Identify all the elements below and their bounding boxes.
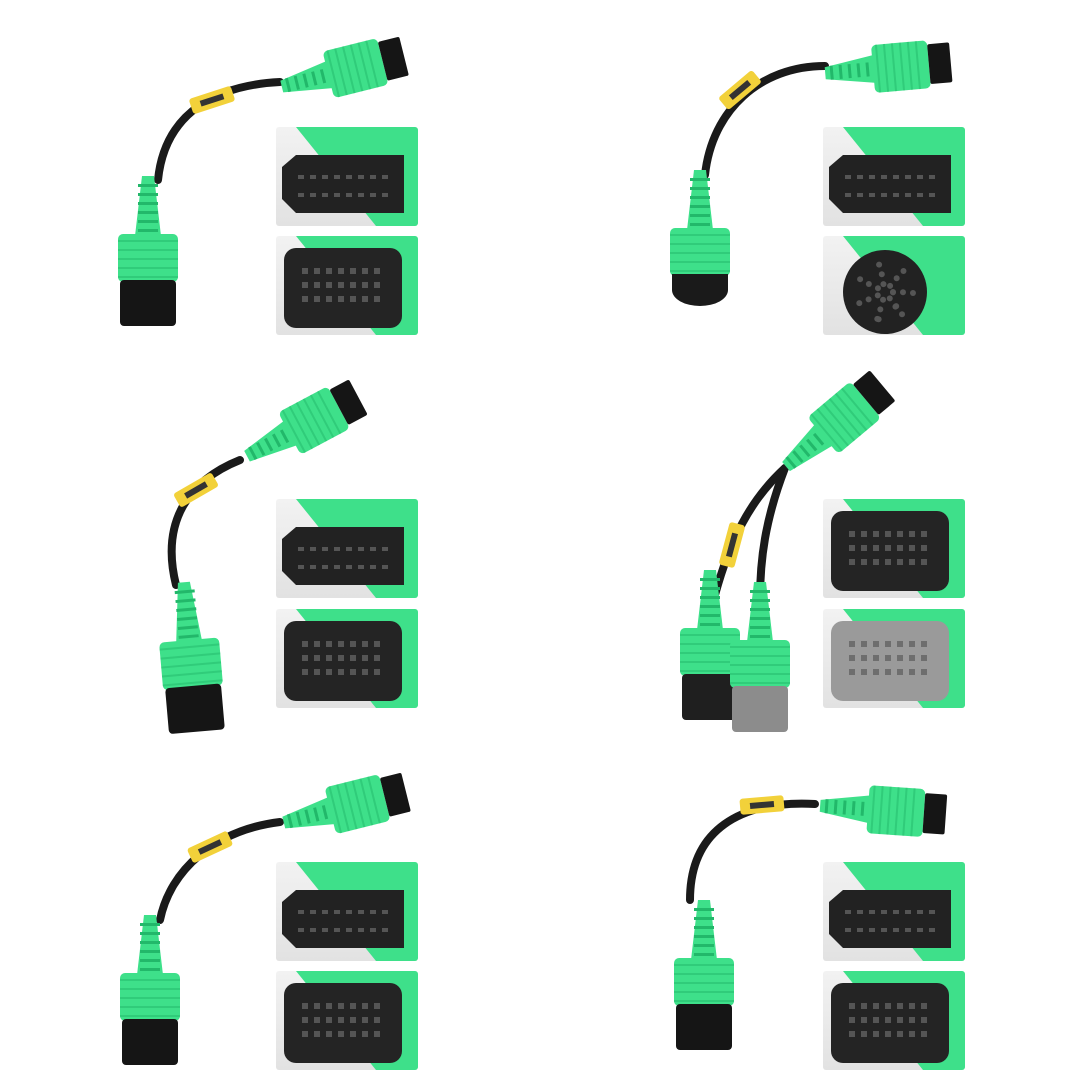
plug-closeup-5 [276,971,418,1070]
vehicle-plug-1 [118,176,178,326]
cable-2 [701,62,829,179]
cable-label-3 [174,473,218,507]
gray-plug-closeup-4 [823,609,965,708]
cable-6 [686,799,819,904]
round-plug-closeup-2 [823,236,965,335]
plug-closeup-3 [276,609,418,708]
cable-label-2 [719,70,761,110]
black-plug-closeup-4 [823,499,965,598]
cable-label-1 [189,86,235,114]
vehicle-plug-5 [120,915,180,1065]
obd-connector-2 [824,40,953,93]
obd-female-closeup-6 [823,862,965,961]
obd-connector-4 [782,371,895,472]
obd-connector-5 [282,773,411,834]
cable-label-6 [739,795,785,815]
plug-closeup-1 [276,236,418,335]
vehicle-plug-3 [159,581,225,734]
obd-connector-6 [819,785,948,837]
black-plug-4 [680,570,740,720]
obd-female-closeup-1 [276,127,418,226]
cable-label-5 [187,831,233,863]
cable-label-4 [719,522,745,568]
obd-female-closeup-2 [823,127,965,226]
obd-female-closeup-3 [276,499,418,598]
gray-plug-4 [730,582,790,732]
round-plug-2 [670,170,730,306]
obd-connector-1 [280,37,409,98]
obd-female-closeup-5 [276,862,418,961]
cable-4a [711,464,789,599]
plug-closeup-6 [823,971,965,1070]
vehicle-plug-6 [674,900,734,1050]
obd-connector-3 [244,380,367,462]
